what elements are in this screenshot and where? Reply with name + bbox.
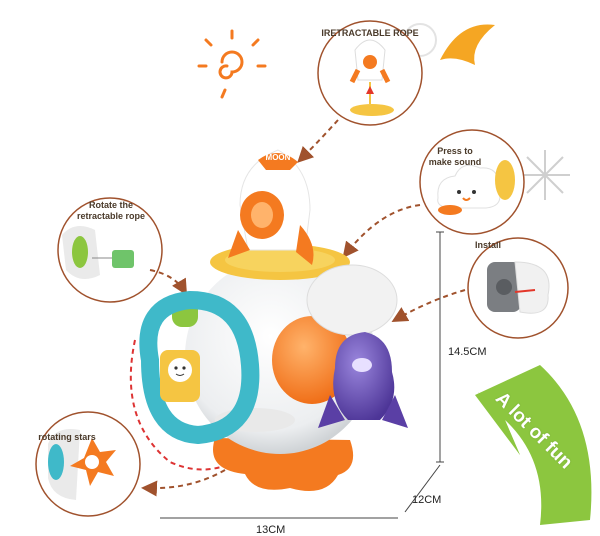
callout-label-sound: Press to make sound: [428, 146, 482, 167]
callout-rope-top: [317, 20, 423, 126]
dimension-lines: [160, 231, 444, 519]
callout-label-install: Install: [474, 240, 501, 250]
dimension-depth: 12CM: [412, 494, 442, 506]
callout-stars: [35, 411, 141, 517]
sparkle-icon: [520, 150, 570, 200]
purple-rocket: [318, 332, 408, 428]
callout-label-rope-left: Rotate the retractable rope: [76, 200, 146, 221]
fun-badge: [475, 365, 592, 525]
toy-base: [213, 438, 354, 492]
sun-swirl-icon: [197, 29, 267, 99]
callout-arrows: [141, 119, 466, 497]
callout-rope-left: [57, 197, 163, 303]
rocket-label: MOON: [265, 153, 291, 162]
callout-label-rope-top: IRETRACTABLE ROPE: [321, 28, 419, 38]
rocket-top: [228, 149, 314, 265]
dimension-height: 14.5CM: [448, 346, 487, 358]
dimension-width: 13CM: [256, 524, 286, 536]
callout-install: [467, 237, 569, 339]
steering-wheel: [139, 290, 260, 445]
callout-label-stars: rotating stars: [38, 432, 96, 442]
callout-sound: [419, 129, 525, 235]
